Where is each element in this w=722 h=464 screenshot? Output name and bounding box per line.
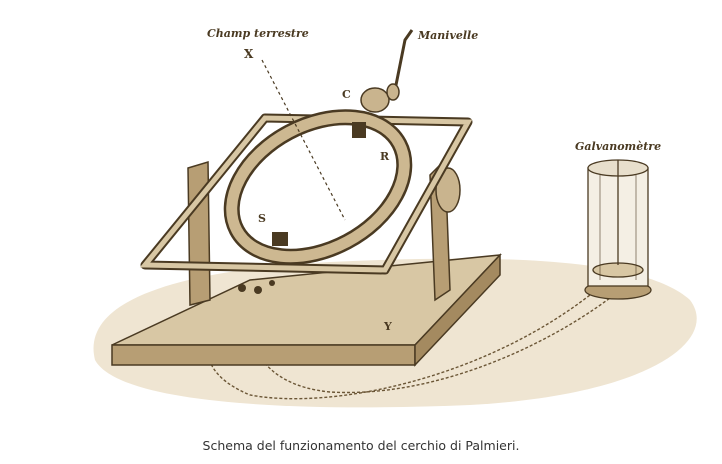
crank-mechanism — [360, 29, 414, 113]
label-galvanometre: Galvanomètre — [575, 140, 661, 153]
base-platform — [111, 253, 502, 367]
earth-field-axis — [261, 59, 346, 221]
label-champ-terrestre: Champ terrestre — [207, 27, 309, 40]
label-x: X — [244, 47, 254, 61]
label-c: C — [342, 88, 351, 101]
rotating-frame — [139, 113, 473, 275]
terminals — [238, 280, 275, 294]
label-s: S — [258, 212, 266, 225]
label-r: R — [380, 150, 390, 163]
coil-ring — [223, 109, 413, 265]
label-y: Y — [383, 320, 392, 333]
figure-caption: Schema del funzionamento del cerchio di … — [202, 438, 520, 453]
palmieri-circle-engraving: Champ terrestre Manivelle Galvanomètre X… — [93, 27, 697, 408]
label-manivelle: Manivelle — [417, 29, 478, 42]
galvanometer — [584, 159, 652, 300]
